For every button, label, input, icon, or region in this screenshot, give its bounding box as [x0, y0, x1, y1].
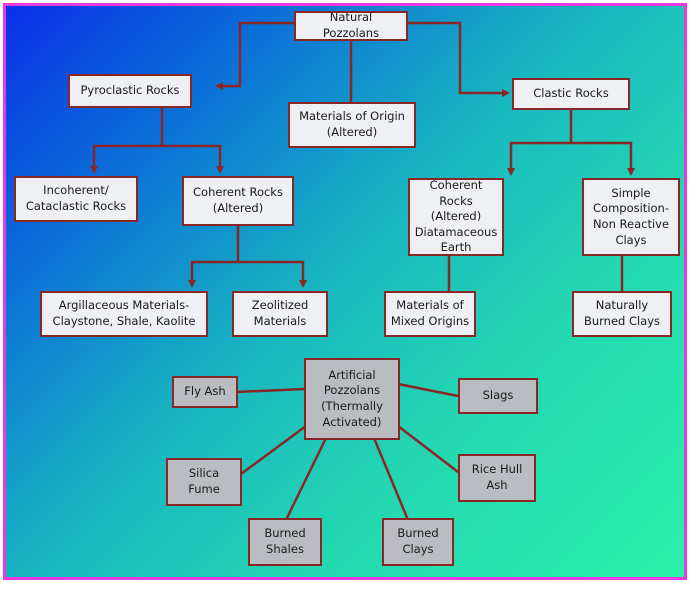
connector-pyro-coherent	[162, 144, 224, 174]
diagram-frame	[3, 3, 687, 580]
simple-composition-clays-box: Simple Composition- Non Reactive Clays	[582, 178, 680, 256]
naturally-burned-clays-box: Naturally Burned Clays	[572, 291, 672, 337]
rice-hull-ash-box: Rice Hull Ash	[458, 454, 536, 502]
incoherent-cataclastic-box: Incoherent/ Cataclastic Rocks	[14, 176, 138, 222]
clastic-rocks-box: Clastic Rocks	[512, 78, 630, 110]
natural-pozzolans-box: Natural Pozzolans	[294, 10, 408, 41]
connector-artificial-silica	[240, 424, 307, 476]
connector-artificial-clays	[372, 437, 410, 521]
burned-clays-box: Burned Clays	[382, 518, 454, 566]
materials-origin-altered-box: Materials of Origin (Altered)	[288, 102, 416, 148]
coherent-rocks-altered-box: Coherent Rocks (Altered)	[182, 176, 294, 226]
connector-artificial-ricehull	[397, 425, 459, 473]
connector-clastic-coherent	[507, 141, 571, 176]
artificial-pozzolans-box: Artificial Pozzolans (Thermally Activate…	[304, 358, 400, 440]
slags-box: Slags	[458, 378, 538, 414]
connector-artificial-slags	[397, 382, 459, 398]
connector-artificial-flyash	[235, 387, 305, 394]
silica-fume-box: Silica Fume	[166, 458, 242, 506]
connector-pyro-incoherent	[90, 144, 162, 174]
zeolitized-materials-box: Zeolitized Materials	[232, 291, 328, 337]
connector-lines	[90, 21, 635, 521]
burned-shales-box: Burned Shales	[248, 518, 322, 566]
connector-root-pyroclastic	[215, 21, 294, 90]
argillaceous-materials-box: Argillaceous Materials- Claystone, Shale…	[40, 291, 208, 337]
connector-clastic-simple	[571, 141, 635, 176]
connector-root-clastic	[408, 21, 510, 97]
coherent-rocks-diatomaceous-box: Coherent Rocks (Altered) Diatamaceous Ea…	[408, 178, 504, 256]
connector-coherent-zeolitized	[238, 260, 307, 288]
connector-coherent-argillaceous	[188, 260, 238, 288]
pyroclastic-rocks-box: Pyroclastic Rocks	[68, 74, 192, 108]
diagram-canvas: Natural Pozzolans Pyroclastic Rocks Mate…	[6, 6, 684, 577]
fly-ash-box: Fly Ash	[172, 376, 238, 408]
connector-artificial-shales	[284, 437, 328, 521]
materials-mixed-origins-box: Materials of Mixed Origins	[384, 291, 476, 337]
